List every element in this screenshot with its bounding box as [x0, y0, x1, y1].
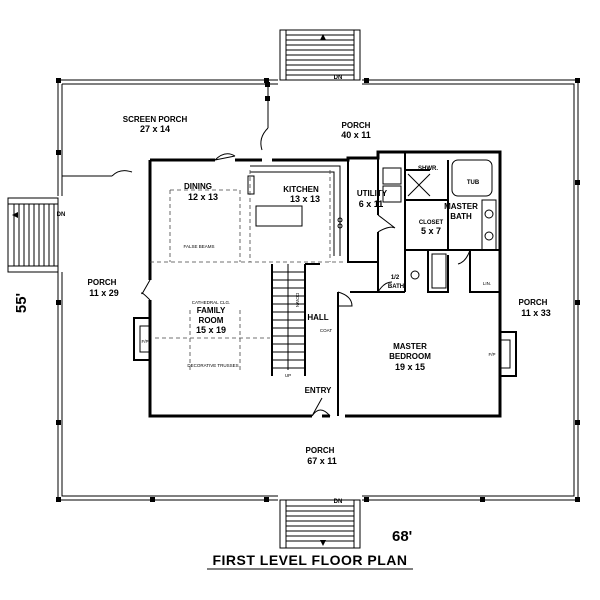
porch-bottom-size: 67 x 11 — [307, 456, 337, 466]
master-bedroom-size: 19 x 15 — [395, 362, 425, 372]
porch-railing — [57, 79, 579, 501]
screen-porch-walls — [62, 82, 270, 177]
fp-right-label: F/P — [488, 352, 495, 357]
doors — [141, 153, 471, 417]
kitchen-size: 13 x 13 — [290, 194, 320, 204]
decorative-trusses-note: DECORATIVE TRUSSES — [187, 363, 238, 368]
hall-name: HALL — [307, 313, 328, 322]
porch-top-name: PORCH — [342, 121, 371, 130]
dining-size: 12 x 13 — [188, 192, 218, 202]
lin-label: LIN. — [483, 281, 491, 286]
dining-name: DINING — [184, 182, 212, 191]
overall-depth: 55' — [13, 293, 30, 313]
half-bath-name: 1/2 — [391, 275, 400, 281]
porch-top-size: 40 x 11 — [341, 130, 371, 140]
stairs-bottom — [279, 499, 361, 549]
kitchen-name: KITCHEN — [283, 185, 319, 194]
overall-width: 68' — [392, 528, 412, 545]
fp-left-label: F/P — [141, 339, 148, 344]
shwr-label: SHWR. — [418, 166, 438, 172]
cathedral-ceiling-note: CATHEDRAL CLG. — [192, 300, 231, 305]
stairs-left — [7, 197, 59, 273]
stairs-top — [279, 29, 361, 81]
half-bath-name2: BATH — [388, 284, 404, 290]
closet-name: CLOSET — [419, 220, 444, 226]
fireplaces — [133, 317, 517, 377]
stairs-up-label: UP — [285, 373, 291, 378]
porch-bottom-name: PORCH — [306, 446, 335, 455]
utility-name: UTILITY — [357, 189, 388, 198]
stairs-down-label: DOWN — [295, 293, 300, 307]
porch-posts — [56, 78, 580, 502]
screen-porch-name: SCREEN PORCH — [123, 115, 188, 124]
family-room-name: FAMILY — [197, 306, 226, 315]
master-bedroom-name: MASTER — [393, 342, 427, 351]
entry-name: ENTRY — [305, 386, 332, 395]
family-room-name2: ROOM — [199, 316, 224, 325]
master-bath-name2: BATH — [450, 212, 472, 221]
utility-size: 6 x 11 — [359, 199, 384, 209]
kitchen-counters — [247, 165, 343, 256]
porch-right-name: PORCH — [519, 298, 548, 307]
ceiling-lines — [150, 170, 345, 372]
dn-bottom-label: DN — [334, 499, 343, 505]
bath-fixtures — [407, 159, 497, 289]
utility-appliances — [382, 167, 402, 203]
porch-left-name: PORCH — [88, 278, 117, 287]
coat-label: COAT — [320, 328, 332, 333]
closet-size: 5 x 7 — [421, 226, 441, 236]
dn-left-label: DN — [57, 212, 66, 218]
porch-left-size: 11 x 29 — [89, 288, 119, 298]
plan-title: FIRST LEVEL FLOOR PLAN — [212, 552, 407, 568]
screen-porch-size: 27 x 14 — [140, 124, 170, 134]
master-bath-name: MASTER — [444, 202, 478, 211]
tub-label: TUB — [467, 180, 480, 186]
family-room-size: 15 x 19 — [196, 325, 226, 335]
dn-top-label: DN — [334, 75, 343, 81]
porch-right-size: 11 x 33 — [521, 308, 551, 318]
master-bedroom-name2: BEDROOM — [389, 352, 431, 361]
interior-stairs — [272, 264, 305, 370]
false-beams-note: FALSE BEAMS — [183, 244, 214, 249]
